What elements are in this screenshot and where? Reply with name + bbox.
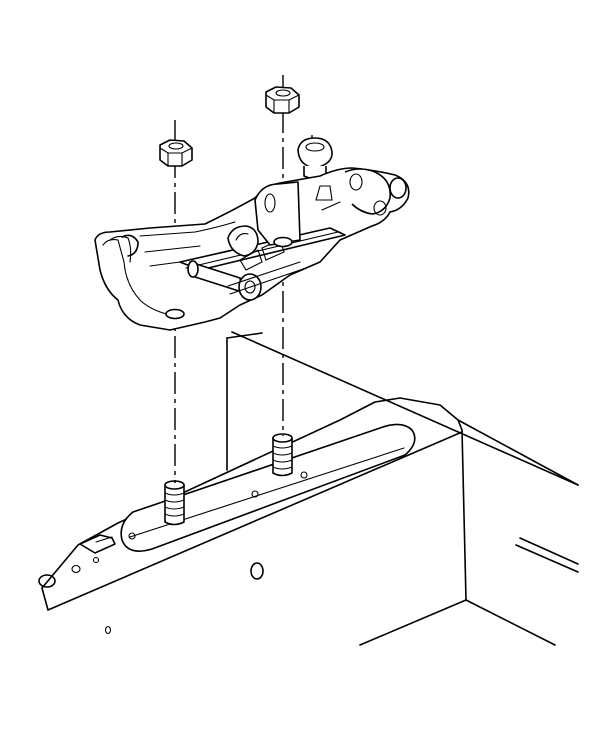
plate-hole bbox=[300, 471, 308, 479]
pivot-pin bbox=[187, 260, 307, 301]
frame-hole bbox=[104, 625, 112, 635]
frame-hole bbox=[38, 574, 56, 588]
nut-right bbox=[265, 86, 300, 114]
nut-left bbox=[159, 139, 193, 167]
frame-hole bbox=[71, 564, 81, 574]
frame-rail bbox=[38, 331, 579, 646]
stud-left bbox=[164, 480, 185, 526]
stud-right bbox=[272, 433, 293, 477]
plate-hole bbox=[128, 532, 136, 540]
bracket-hole-right bbox=[273, 236, 293, 248]
bumper-stop bbox=[297, 137, 333, 180]
bracket-hole-left bbox=[165, 308, 185, 320]
frame-hole bbox=[250, 562, 264, 580]
plate-hole bbox=[251, 490, 259, 498]
bracket bbox=[94, 167, 410, 331]
frame-hole bbox=[92, 556, 100, 564]
